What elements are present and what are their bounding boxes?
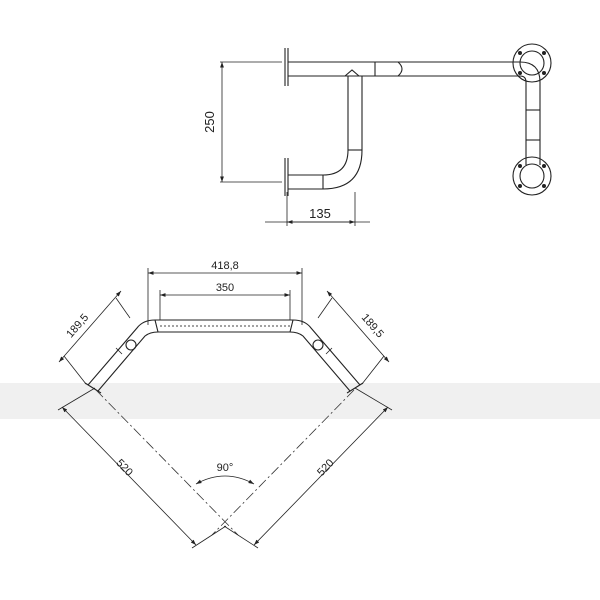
left-flange [84,382,102,394]
left-wall-dimension-line [61,406,197,546]
height-dimension-label: 250 [202,111,217,133]
left-segment-dimension-line [58,290,122,363]
side-view: 250 135 [202,43,552,226]
right-wall-centreline [211,389,355,536]
depth-dimension-label: 135 [309,206,331,221]
corner-bar-inner [97,331,351,392]
right-segment-dimension-line [326,290,390,363]
left-wall-centreline [95,389,239,536]
right-post [312,339,324,351]
corner-bar-outer [87,319,361,386]
lower-rosette [512,156,552,196]
left-wall-dimension-label: 520 [113,457,134,479]
upper-rosette [512,43,552,83]
left-segment-dimension-label: 189,5 [64,312,91,341]
right-leg [519,61,541,140]
inner-width-dimension-label: 350 [216,282,234,294]
vertical-support [288,76,349,176]
top-view: 418,8 350 189,5 189,5 520 [57,260,393,549]
right-segment-dimension-label: 189,5 [359,312,386,341]
left-post [125,339,137,351]
right-wall-dimension-line [253,406,389,546]
right-wall-dimension-label: 520 [315,457,336,479]
angle-dimension-label: 90° [217,462,234,474]
overall-width-dimension-label: 418,8 [211,260,239,272]
angle-arc [195,475,255,485]
